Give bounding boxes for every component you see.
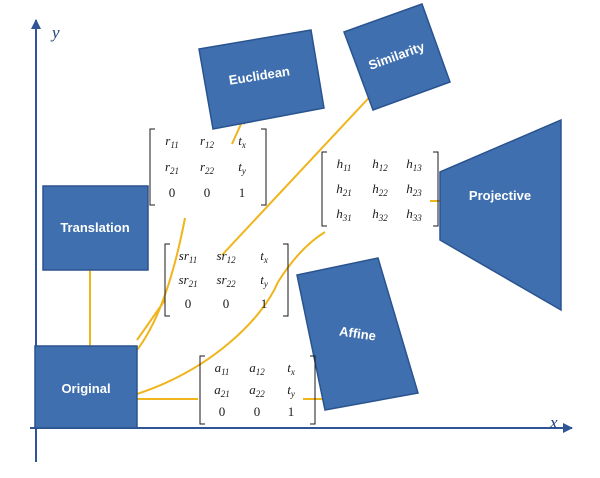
- arrow-to-similarity-upper: [221, 87, 379, 256]
- y-axis-label: y: [50, 23, 60, 42]
- matrix-entry-euclidean: r12: [200, 133, 215, 150]
- matrix-entry-similarity: sr21: [178, 272, 197, 289]
- matrix-entry-euclidean: 1: [239, 185, 246, 200]
- matrix-left-bracket: [164, 243, 170, 317]
- matrix-entry-affine: a22: [249, 382, 265, 399]
- x-axis-label: x: [549, 413, 558, 432]
- matrix-entry-similarity: sr22: [216, 272, 236, 289]
- arrow-to-projective-upper: [277, 231, 326, 283]
- matrix-entry-similarity: sr12: [216, 248, 236, 265]
- matrix-entry-euclidean: r22: [200, 159, 215, 176]
- matrix-entry-projective: h13: [406, 156, 422, 173]
- matrix-entry-similarity: ty: [260, 272, 268, 289]
- matrix-entry-affine: ty: [287, 382, 295, 399]
- translation-label: Translation: [60, 220, 129, 235]
- matrix-entry-projective: h23: [406, 181, 422, 198]
- arrow-to-euclidean: [136, 217, 186, 351]
- matrix-entry-projective: h31: [336, 206, 352, 223]
- euclidean-matrix: r11 r12 tx r21 r22 ty 0 0 1: [149, 128, 267, 206]
- matrix-entry-affine: 1: [288, 404, 295, 419]
- original-label: Original: [61, 381, 110, 396]
- matrix-entry-euclidean: tx: [238, 133, 246, 150]
- matrix-entry-affine: a12: [249, 360, 265, 377]
- matrix-entry-euclidean: r21: [165, 159, 179, 176]
- matrix-entry-affine: 0: [219, 404, 226, 419]
- matrix-entry-euclidean: 0: [204, 185, 211, 200]
- matrix-entry-similarity: 0: [223, 296, 230, 311]
- projective-label: Projective: [469, 188, 531, 203]
- matrix-entry-affine: a11: [215, 360, 230, 377]
- affine-label: Affine: [338, 324, 377, 344]
- similarity-matrix: sr11 sr12 tx sr21 sr22 ty 0 0 1: [164, 243, 289, 317]
- projective-matrix: h11 h12 h13 h21 h22 h23 h31 h32 h33: [321, 151, 439, 227]
- matrix-right-bracket: [283, 243, 289, 317]
- matrix-entry-similarity: 1: [261, 296, 268, 311]
- matrix-entry-euclidean: 0: [169, 185, 176, 200]
- matrix-right-bracket: [310, 355, 316, 425]
- matrix-left-bracket: [199, 355, 205, 425]
- matrix-entry-similarity: sr11: [179, 248, 197, 265]
- euclidean-shape: [198, 29, 325, 130]
- original-shape: [34, 345, 138, 429]
- matrix-entry-projective: h33: [406, 206, 422, 223]
- projective-shape: [439, 118, 562, 312]
- matrix-entry-projective: h32: [372, 206, 388, 223]
- matrix-right-bracket: [261, 128, 267, 206]
- matrix-right-bracket: [433, 151, 439, 227]
- arrow-to-projective-lower: [136, 281, 279, 395]
- matrix-entry-projective: h21: [336, 181, 352, 198]
- translation-shape: [42, 185, 149, 271]
- similarity-shape: [343, 3, 451, 111]
- matrix-entry-affine: 0: [254, 404, 261, 419]
- matrix-entry-projective: h22: [372, 181, 388, 198]
- matrix-entry-euclidean: ty: [238, 159, 246, 176]
- matrix-entry-similarity: tx: [260, 248, 268, 265]
- matrix-entry-affine: tx: [287, 360, 295, 377]
- affine-matrix: a11 a12 tx a21 a22 ty 0 0 1: [199, 355, 316, 425]
- matrix-entry-projective: h12: [372, 156, 388, 173]
- matrix-left-bracket: [149, 128, 155, 206]
- affine-shape: [296, 257, 419, 411]
- matrix-left-bracket: [321, 151, 327, 227]
- matrix-entry-similarity: 0: [185, 296, 192, 311]
- matrix-entry-projective: h11: [337, 156, 352, 173]
- matrix-entry-affine: a21: [214, 382, 230, 399]
- matrix-entry-euclidean: r11: [165, 133, 178, 150]
- arrow-to-similarity: [136, 299, 166, 341]
